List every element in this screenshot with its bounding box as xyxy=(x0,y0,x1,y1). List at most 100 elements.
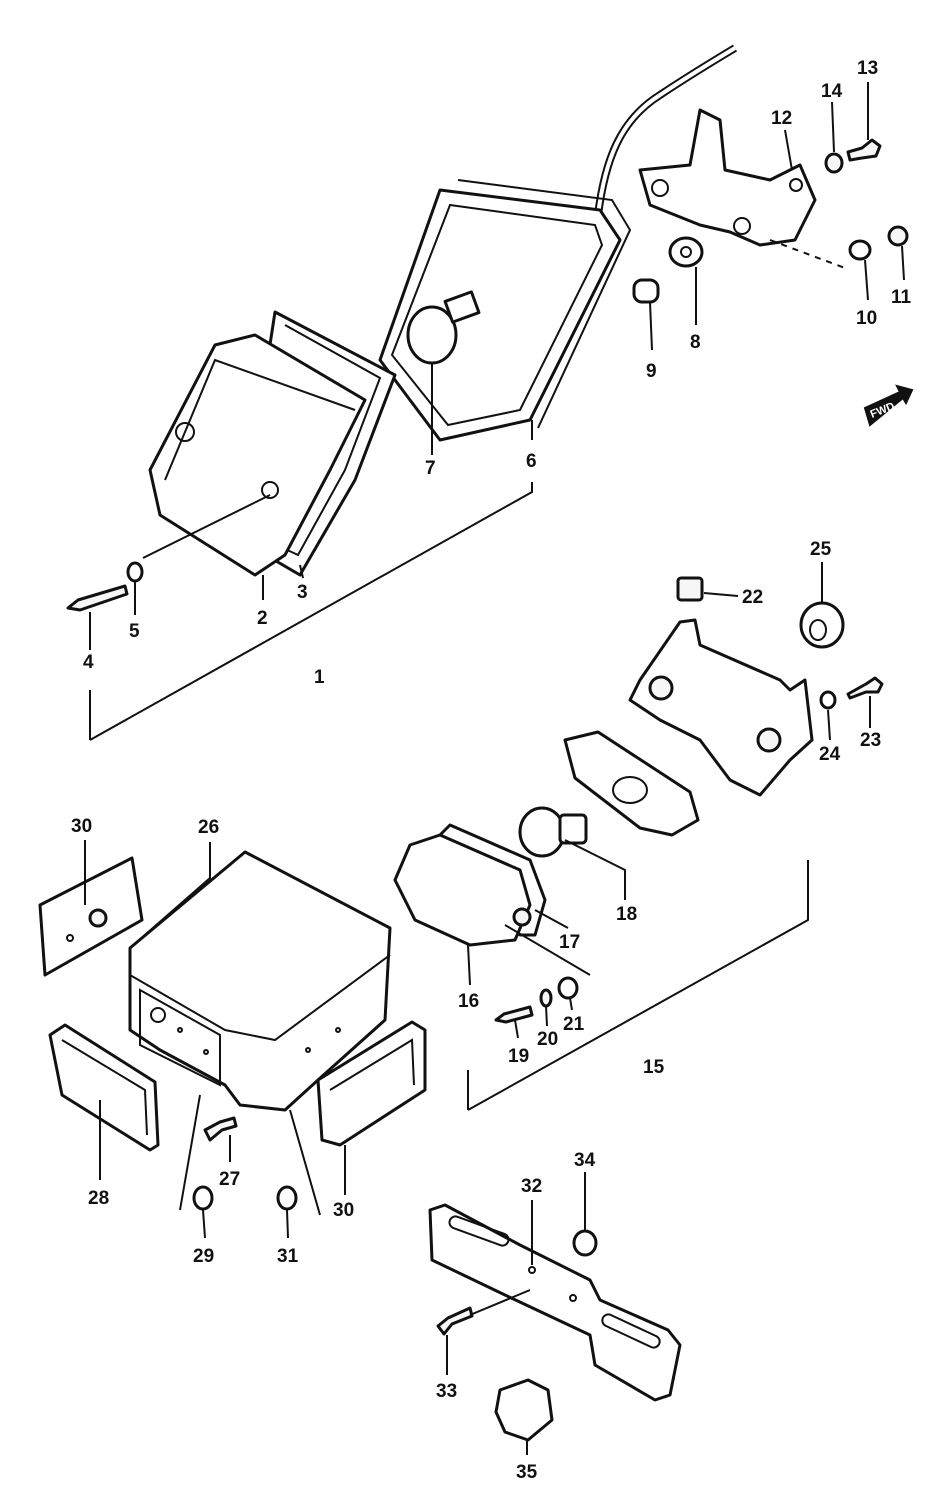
lens-screw-hole xyxy=(175,422,195,442)
leader-29 xyxy=(202,1209,206,1239)
wire-harness-inner xyxy=(596,46,737,216)
bracket-cushion xyxy=(668,236,704,268)
callout-32: 32 xyxy=(521,1176,542,1197)
reflector-right xyxy=(316,1020,427,1147)
license-bracket-assembly xyxy=(428,1203,682,1442)
bracket-slot-right xyxy=(601,1313,661,1349)
bracket-slot-left xyxy=(448,1215,510,1247)
lens-screw xyxy=(66,584,129,612)
callout-24: 24 xyxy=(819,744,841,765)
callout-27: 27 xyxy=(219,1169,240,1190)
bracket-top-nut xyxy=(824,152,844,174)
callout-33: 33 xyxy=(436,1381,457,1402)
fender-hole-e xyxy=(335,1027,341,1033)
fender-hole-b xyxy=(177,1027,183,1033)
leader-26 xyxy=(129,842,211,949)
callout-11: 11 xyxy=(891,287,912,308)
tail-lamp-assembly xyxy=(66,44,909,741)
callout-29: 29 xyxy=(193,1246,214,1267)
lamp-socket-plate xyxy=(563,730,700,837)
leader-20 xyxy=(545,1005,548,1027)
fwd-arrow-shape xyxy=(863,384,914,427)
lamp-bracket xyxy=(638,108,817,247)
lamp-housing xyxy=(378,188,622,442)
license-lens xyxy=(393,833,532,947)
fwd-arrow: FWD xyxy=(863,384,914,427)
reflector-left-face xyxy=(61,1039,148,1136)
callout-31: 31 xyxy=(277,1246,299,1267)
leader-10 xyxy=(864,259,869,301)
grommet-hole xyxy=(809,619,827,641)
callout-17: 17 xyxy=(559,932,580,953)
license-lens-axis xyxy=(504,924,591,976)
reflector-upper-hole xyxy=(66,934,74,942)
license-bracket-nut xyxy=(572,1229,598,1257)
license-lens-screw xyxy=(494,1005,534,1024)
rear-fender-assembly xyxy=(38,850,427,1216)
fender-leader-right xyxy=(289,1109,321,1216)
fender-nut-left xyxy=(192,1185,214,1211)
bracket-stud-left xyxy=(648,675,674,701)
bracket-collar xyxy=(632,278,660,304)
callout-19: 19 xyxy=(508,1046,529,1067)
callout-13: 13 xyxy=(857,58,878,79)
callout-16: 16 xyxy=(458,991,479,1012)
callout-25: 25 xyxy=(810,539,832,560)
license-bracket-cushion xyxy=(494,1378,554,1442)
license-lamp-bracket xyxy=(628,618,814,797)
lamp-grommet xyxy=(799,601,845,649)
callout-22: 22 xyxy=(742,587,763,608)
callout-23: 23 xyxy=(860,730,881,751)
fender-edge xyxy=(129,954,391,1042)
leader-9 xyxy=(649,301,653,351)
bracket-hole-b xyxy=(569,1294,577,1302)
leader-3 xyxy=(299,564,304,579)
callout-21: 21 xyxy=(563,1014,585,1035)
bracket-bolt xyxy=(846,138,882,162)
fender-face-panel xyxy=(139,988,221,1087)
housing-gasket xyxy=(457,179,632,429)
leader-24 xyxy=(827,709,831,741)
license-lamp-assembly xyxy=(393,576,884,1111)
leader-12 xyxy=(784,129,793,171)
callout-12: 12 xyxy=(771,108,792,129)
bracket-cap xyxy=(676,576,704,602)
license-lens-nut xyxy=(557,976,579,1000)
callout-30-lower: 30 xyxy=(333,1200,354,1221)
license-bulb xyxy=(518,806,566,858)
leader-11 xyxy=(901,245,905,281)
license-lens-screw-boss xyxy=(512,907,532,927)
bulb-socket xyxy=(443,290,481,324)
cushion-hole xyxy=(680,246,692,258)
callout-4: 4 xyxy=(83,652,94,673)
leader-14 xyxy=(831,101,835,153)
bracket-screw xyxy=(846,676,884,700)
fwd-label: FWD xyxy=(869,400,897,421)
license-bracket-axis xyxy=(469,1289,531,1316)
callout-34: 34 xyxy=(574,1150,596,1171)
callout-9: 9 xyxy=(646,361,657,382)
callout-1: 1 xyxy=(314,667,325,688)
lens-screw-hole-lower xyxy=(261,481,279,499)
callout-26: 26 xyxy=(198,817,219,838)
bracket-washer-small xyxy=(819,690,837,710)
bracket-stud-right xyxy=(756,727,782,753)
fender-hole-c xyxy=(203,1049,209,1055)
callout-labels: 1 2 3 4 5 6 7 8 9 10 11 12 13 14 15 16 1… xyxy=(71,58,912,1483)
lens-washer xyxy=(126,561,144,583)
group-15-bracket xyxy=(467,860,809,1111)
reflector-upper-stud xyxy=(88,908,108,928)
bracket-washer xyxy=(848,239,872,261)
license-bracket-screw xyxy=(436,1306,474,1336)
rear-fender xyxy=(128,850,392,1112)
callout-30-upper: 30 xyxy=(71,816,92,837)
callout-6: 6 xyxy=(526,451,537,472)
fender-hole-a xyxy=(150,1007,166,1023)
socket-hole xyxy=(612,776,648,804)
leader-lines xyxy=(84,82,905,1455)
bracket-hole-left xyxy=(651,179,669,197)
leader-22 xyxy=(703,592,739,597)
callout-8: 8 xyxy=(690,332,701,353)
leader-17 xyxy=(534,909,569,929)
